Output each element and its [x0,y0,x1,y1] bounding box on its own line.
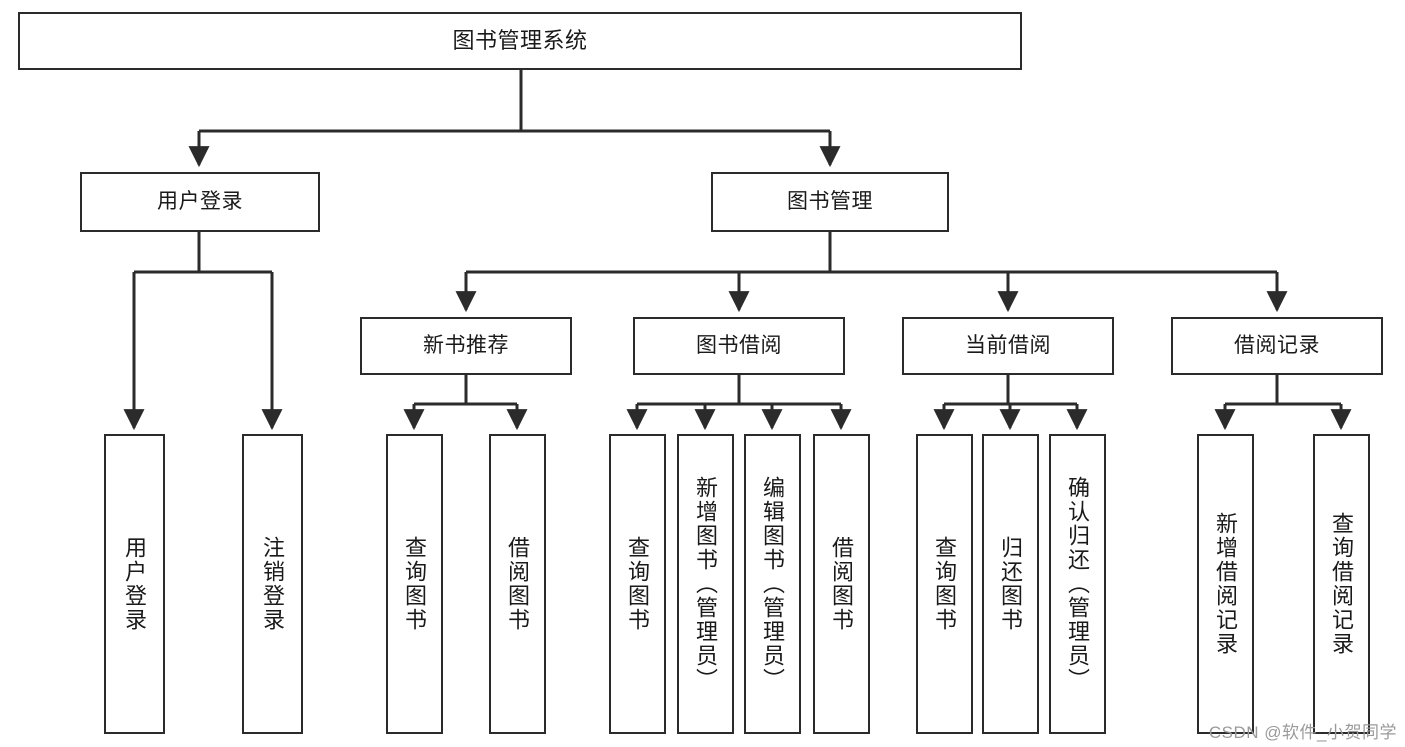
node-leaf-confirm-return[interactable]: 确认归还（管理员） [1049,434,1106,734]
node-borrow-record[interactable]: 借阅记录 [1171,317,1383,375]
node-new-book-rec[interactable]: 新书推荐 [360,317,572,375]
node-leaf-return-book-label: 归还图书 [998,536,1024,632]
node-leaf-query-book-3-label: 查询图书 [932,536,958,632]
node-user-login[interactable]: 用户登录 [80,172,320,232]
node-root-label: 图书管理系统 [452,28,588,54]
node-leaf-edit-book[interactable]: 编辑图书（管理员） [744,434,801,734]
node-leaf-add-book-label: 新增图书（管理员） [693,476,719,692]
node-leaf-query-book-1[interactable]: 查询图书 [386,434,443,734]
node-leaf-confirm-return-label: 确认归还（管理员） [1065,476,1091,692]
node-book-manage[interactable]: 图书管理 [711,172,949,232]
node-current-borrow-label: 当前借阅 [965,333,1051,357]
node-leaf-add-record[interactable]: 新增借阅记录 [1197,434,1254,734]
node-leaf-user-login[interactable]: 用户登录 [104,434,165,734]
node-root[interactable]: 图书管理系统 [18,12,1022,70]
node-leaf-borrow-book-1[interactable]: 借阅图书 [489,434,546,734]
node-current-borrow[interactable]: 当前借阅 [902,317,1114,375]
node-leaf-edit-book-label: 编辑图书（管理员） [760,476,786,692]
node-leaf-return-book[interactable]: 归还图书 [982,434,1039,734]
node-leaf-query-book-2-label: 查询图书 [625,536,651,632]
node-leaf-query-record[interactable]: 查询借阅记录 [1313,434,1370,734]
watermark: CSDN @软件_小贺同学 [1208,723,1397,742]
node-leaf-borrow-book-1-label: 借阅图书 [505,536,531,632]
node-leaf-user-login-label: 用户登录 [122,536,148,632]
node-book-manage-label: 图书管理 [787,189,873,213]
node-leaf-query-book-2[interactable]: 查询图书 [609,434,666,734]
node-leaf-borrow-book-2-label: 借阅图书 [829,536,855,632]
node-new-book-rec-label: 新书推荐 [423,333,509,357]
node-leaf-add-book[interactable]: 新增图书（管理员） [677,434,734,734]
node-leaf-add-record-label: 新增借阅记录 [1213,512,1239,656]
node-leaf-borrow-book-2[interactable]: 借阅图书 [813,434,870,734]
node-leaf-logout-label: 注销登录 [260,536,286,632]
node-book-borrow-label: 图书借阅 [696,333,782,357]
node-borrow-record-label: 借阅记录 [1234,333,1320,357]
node-leaf-query-book-1-label: 查询图书 [402,536,428,632]
node-leaf-logout[interactable]: 注销登录 [242,434,303,734]
node-leaf-query-record-label: 查询借阅记录 [1329,512,1355,656]
node-leaf-query-book-3[interactable]: 查询图书 [916,434,973,734]
node-book-borrow[interactable]: 图书借阅 [633,317,845,375]
node-user-login-label: 用户登录 [157,189,243,213]
